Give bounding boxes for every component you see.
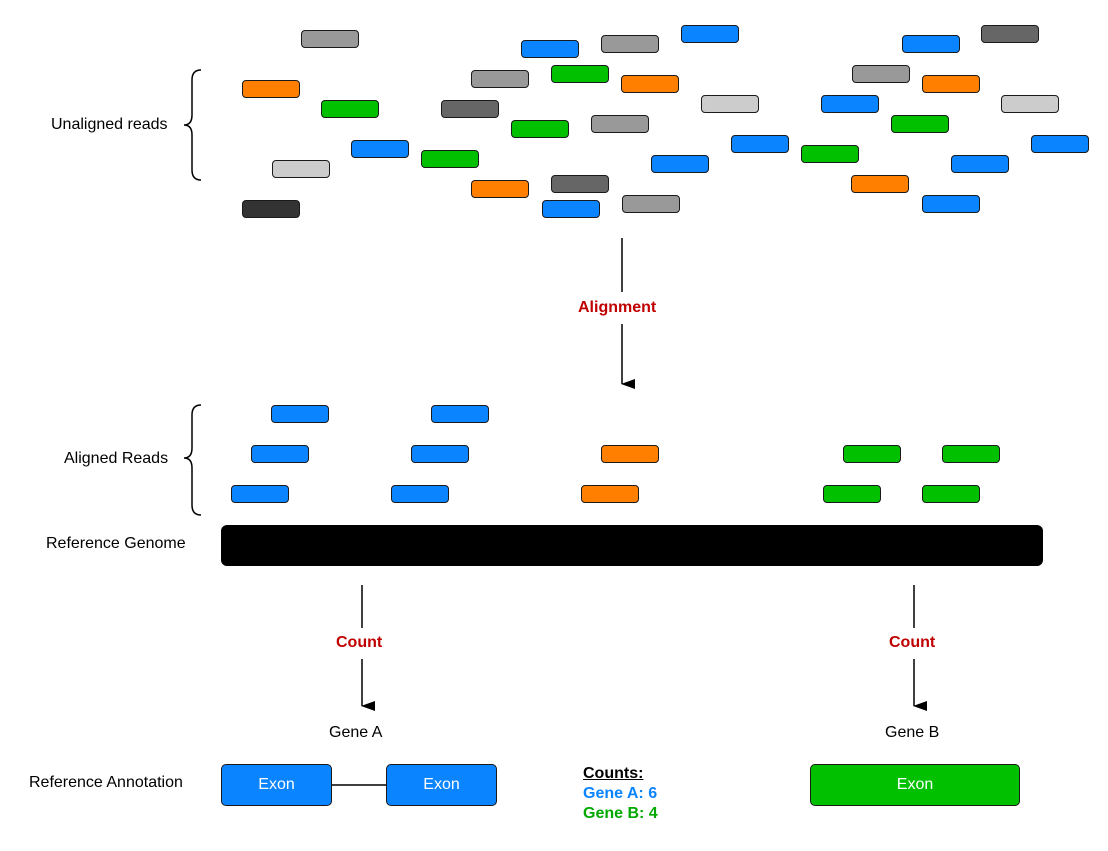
reference-genome-bar [221,525,1043,566]
unaligned-read-green [551,65,609,83]
unaligned-read-gray [601,35,659,53]
unaligned-read-gray [591,115,649,133]
unaligned-read-blue [821,95,879,113]
unaligned-read-gray [471,70,529,88]
unaligned-read-dark-gray [441,100,499,118]
unaligned-read-black-gray [242,200,300,218]
unaligned-read-blue [902,35,960,53]
unaligned-read-blue [922,195,980,213]
aligned-read-green [823,485,881,503]
unaligned-read-light-gray [1001,95,1059,113]
unaligned-read-green [511,120,569,138]
unaligned-read-light-gray [701,95,759,113]
unaligned-read-gray [852,65,910,83]
aligned-read-blue [411,445,469,463]
count-b-label: Count [889,634,936,651]
aligned-read-blue [231,485,289,503]
unaligned-read-green [321,100,379,118]
unaligned-read-light-gray [272,160,330,178]
unaligned-read-orange [922,75,980,93]
unaligned-read-gray [622,195,680,213]
aligned-brace [183,404,202,516]
aligned-read-green [922,485,980,503]
gene-a-exon-1: Exon [221,764,332,806]
unaligned-read-dark-gray [981,25,1039,43]
gene-a-label: Gene A [329,724,383,741]
unaligned-read-blue [1031,135,1089,153]
aligned-read-blue [391,485,449,503]
unaligned-read-green [891,115,949,133]
unaligned-read-blue [651,155,709,173]
aligned-read-green [942,445,1000,463]
unaligned-reads-label: Unaligned reads [51,116,168,133]
unaligned-read-dark-gray [551,175,609,193]
gene-b-exon: Exon [810,764,1020,806]
unaligned-read-blue [681,25,739,43]
counts-box: Counts: Gene A: 6 Gene B: 4 [583,764,658,824]
unaligned-read-blue [521,40,579,58]
counts-title: Counts: [583,765,644,782]
alignment-label: Alignment [578,299,657,316]
unaligned-read-orange [851,175,909,193]
aligned-read-orange [581,485,639,503]
unaligned-read-green [421,150,479,168]
aligned-reads-label: Aligned Reads [64,450,169,467]
aligned-read-orange [601,445,659,463]
counts-gene-a: Gene A: 6 [583,785,658,802]
aligned-read-blue [431,405,489,423]
unaligned-brace [183,69,202,181]
gene-b-label: Gene B [885,724,940,741]
aligned-read-green [843,445,901,463]
unaligned-read-orange [242,80,300,98]
counts-gene-b: Gene B: 4 [583,805,658,822]
unaligned-read-orange [621,75,679,93]
aligned-read-blue [271,405,329,423]
reference-genome-label: Reference Genome [46,535,186,552]
reference-annotation-label: Reference Annotation [29,774,183,791]
aligned-read-blue [251,445,309,463]
unaligned-read-green [801,145,859,163]
unaligned-read-blue [542,200,600,218]
count-a-label: Count [336,634,383,651]
unaligned-read-orange [471,180,529,198]
unaligned-read-gray [301,30,359,48]
gene-a-exon-2: Exon [386,764,497,806]
unaligned-read-blue [351,140,409,158]
unaligned-read-blue [731,135,789,153]
unaligned-read-blue [951,155,1009,173]
